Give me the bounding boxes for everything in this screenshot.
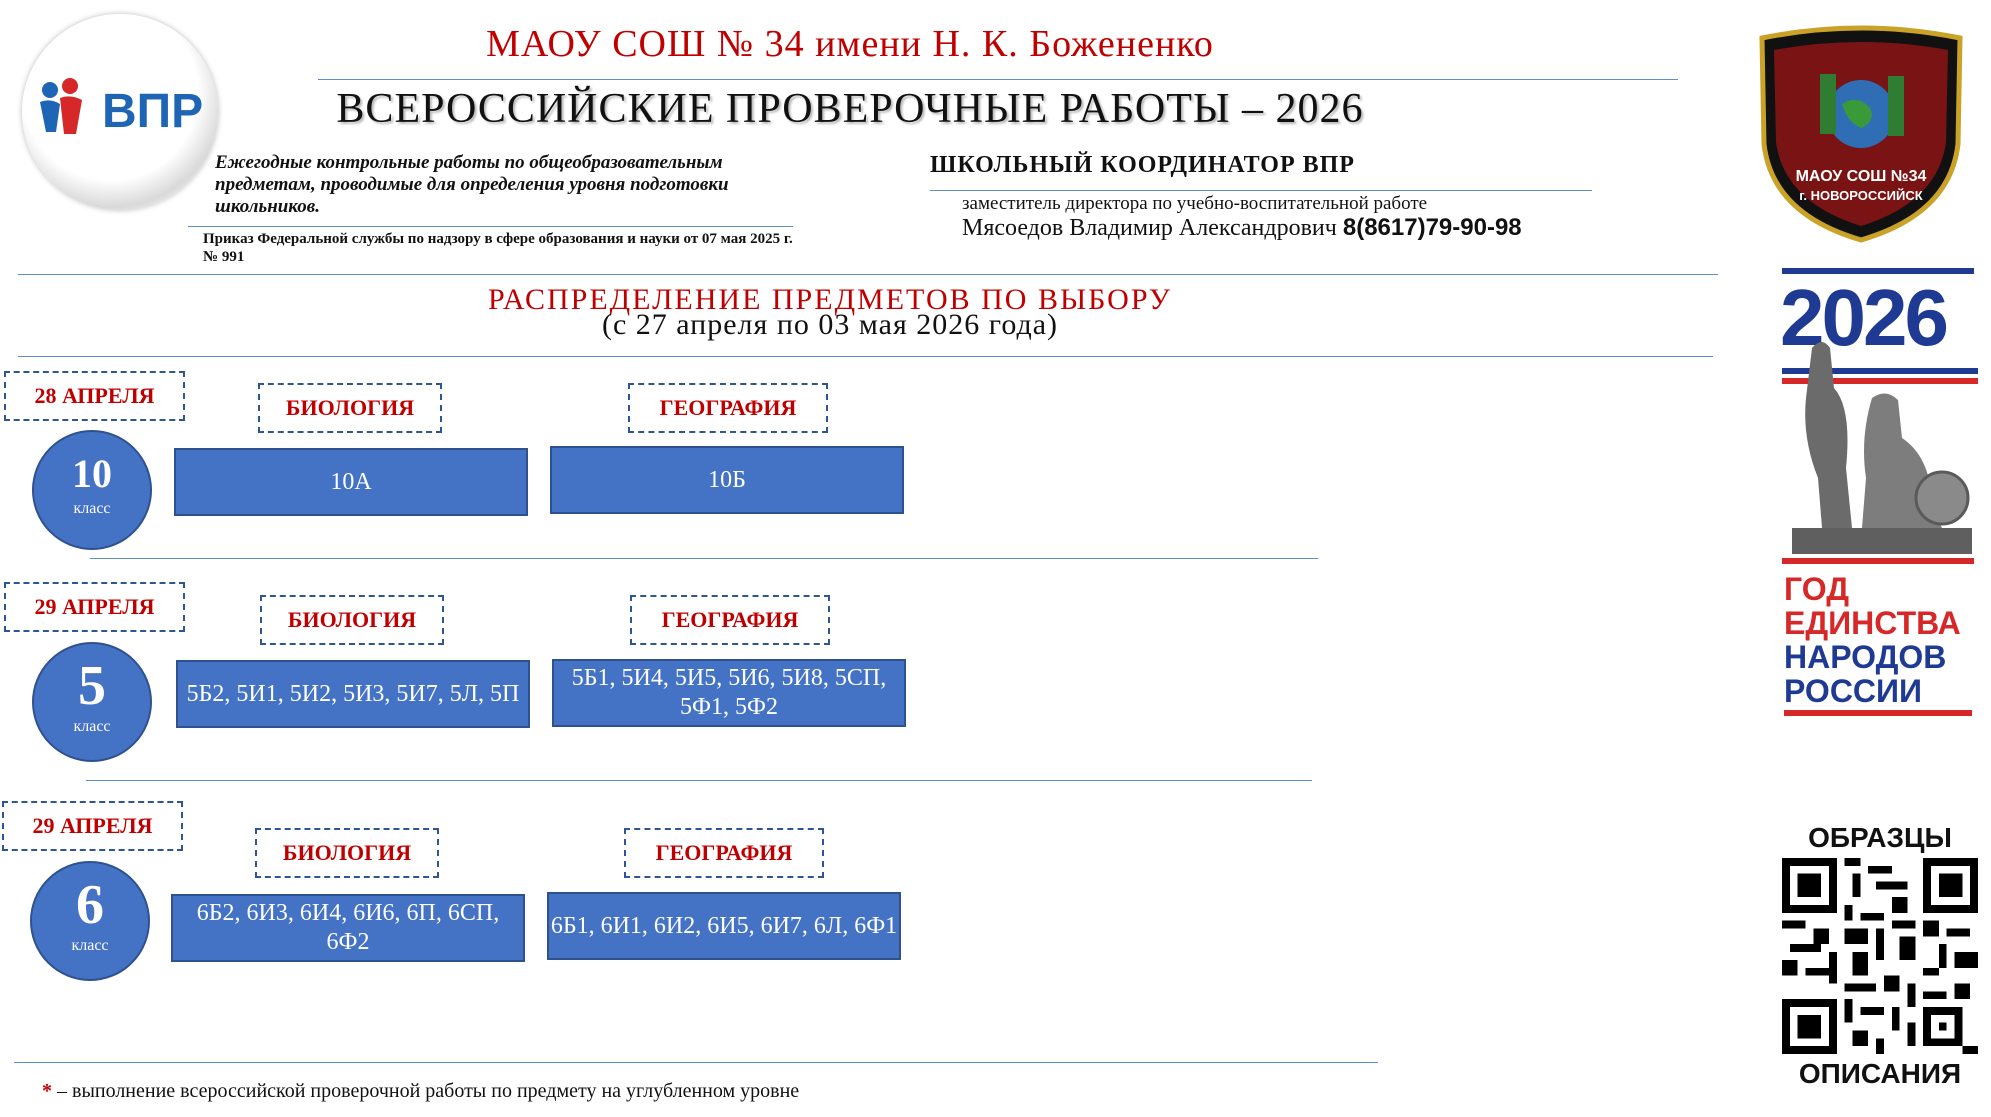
subject-biology: БИОЛОГИЯ: [260, 595, 444, 645]
exam-date: 28 АПРЕЛЯ: [4, 371, 185, 421]
order-reference: Приказ Федеральной службы по надзору в с…: [203, 231, 793, 265]
grade-number: 5: [78, 655, 106, 717]
subject-geography: ГЕОГРАФИЯ: [630, 595, 830, 645]
class-list-biology: 10А: [174, 448, 528, 516]
poster-year: 2026: [1780, 273, 1949, 362]
grade-label: класс: [71, 937, 109, 954]
grade-circle: 6 класс: [30, 861, 150, 981]
distribution-period: (с 27 апреля по 03 мая 2026 года): [601, 308, 1059, 341]
logo-text: ВПР: [102, 85, 204, 138]
poster-line-4: РОССИИ: [1784, 673, 1923, 709]
emblem-line-1: МАОУ СОШ №34: [1795, 168, 1927, 185]
footnote: * – выполнение всероссийской проверочной…: [42, 1080, 799, 1103]
grade-circle: 5 класс: [32, 642, 152, 762]
subject-biology: БИОЛОГИЯ: [255, 828, 439, 878]
footnote-star: *: [42, 1080, 52, 1102]
description-divider: [188, 226, 793, 227]
people-icon: [40, 78, 82, 134]
flag-stripe-top: [1782, 268, 1974, 274]
class-list-biology: 6Б2, 6И3, 6И4, 6И6, 6П, 6СП, 6Ф2: [171, 894, 525, 962]
monument-icon: [1782, 342, 1978, 554]
emblem-line-2: г. НОВОРОССИЙСК: [1799, 188, 1923, 203]
coordinator-name: Мясоедов Владимир Александрович: [962, 215, 1337, 241]
distribution-title: РАСПРЕДЕЛЕНИЕ ПРЕДМЕТОВ ПО ВЫБОРУ: [487, 283, 1173, 316]
coordinator-divider: [930, 190, 1592, 191]
header-divider: [318, 79, 1678, 80]
subject-geography: ГЕОГРАФИЯ: [628, 383, 828, 433]
footnote-text: – выполнение всероссийской проверочной р…: [52, 1080, 800, 1102]
vpr-logo: ВПР: [22, 14, 218, 210]
class-list-geography: 10Б: [550, 446, 904, 514]
qr-top-label: ОБРАЗЦЫ: [1808, 822, 1952, 853]
qr-bottom-label: ОПИСАНИЯ: [1798, 1058, 1962, 1089]
school-name: МАОУ СОШ № 34 имени Н. К. Божененко: [486, 23, 1214, 65]
section-divider-bottom: [18, 356, 1713, 357]
poster-line-3: НАРОДОВ: [1784, 639, 1947, 675]
coordinator-heading: ШКОЛЬНЫЙ КООРДИНАТОР ВПР: [930, 152, 1355, 178]
shield-icon: [1759, 25, 1963, 243]
year-poster: 2026 ГОД ЕДИНСТВА НАРОДОВ РОССИИ: [1780, 268, 1980, 716]
coordinator-role: заместитель директора по учебно-воспитат…: [962, 193, 1428, 214]
grade-label: класс: [73, 500, 111, 517]
exam-date: 29 АПРЕЛЯ: [4, 582, 185, 632]
subject-biology: БИОЛОГИЯ: [258, 383, 442, 433]
coordinator-phone: 8(8617)79-90-98: [1342, 214, 1522, 241]
school-emblem: МАОУ СОШ №34 г. НОВОРОССИЙСК: [1752, 24, 1970, 244]
flag-stripe-bottom: [1782, 558, 1974, 564]
class-list-biology: 5Б2, 5И1, 5И2, 5И3, 5И7, 5Л, 5П: [176, 660, 530, 728]
grade-label: класс: [73, 718, 111, 735]
vpr-description: Ежегодные контрольные работы по общеобра…: [215, 152, 729, 217]
row-divider: [90, 558, 1318, 559]
footer-divider: [14, 1062, 1378, 1063]
poster-line-1: ГОД: [1784, 571, 1849, 607]
row-divider: [86, 780, 1312, 781]
section-divider-top: [18, 274, 1718, 275]
qr-code-icon[interactable]: [1782, 858, 1978, 1054]
class-list-geography: 6Б1, 6И1, 6И2, 6И5, 6И7, 6Л, 6Ф1: [547, 892, 901, 960]
grade-circle: 10 класс: [32, 430, 152, 550]
grade-number: 10: [72, 451, 112, 496]
exam-date: 29 АПРЕЛЯ: [2, 801, 183, 851]
poster-bottom-stripe: [1784, 710, 1972, 716]
main-title: ВСЕРОССИЙСКИЕ ПРОВЕРОЧНЫЕ РАБОТЫ – 2026: [336, 86, 1364, 132]
class-list-geography: 5Б1, 5И4, 5И5, 5И6, 5И8, 5СП, 5Ф1, 5Ф2: [552, 659, 906, 727]
subject-geography: ГЕОГРАФИЯ: [624, 828, 824, 878]
poster-line-2: ЕДИНСТВА: [1784, 605, 1961, 641]
coordinator-contact: Мясоедов Владимир Александрович 8(8617)7…: [962, 214, 1522, 242]
grade-number: 6: [76, 874, 104, 936]
